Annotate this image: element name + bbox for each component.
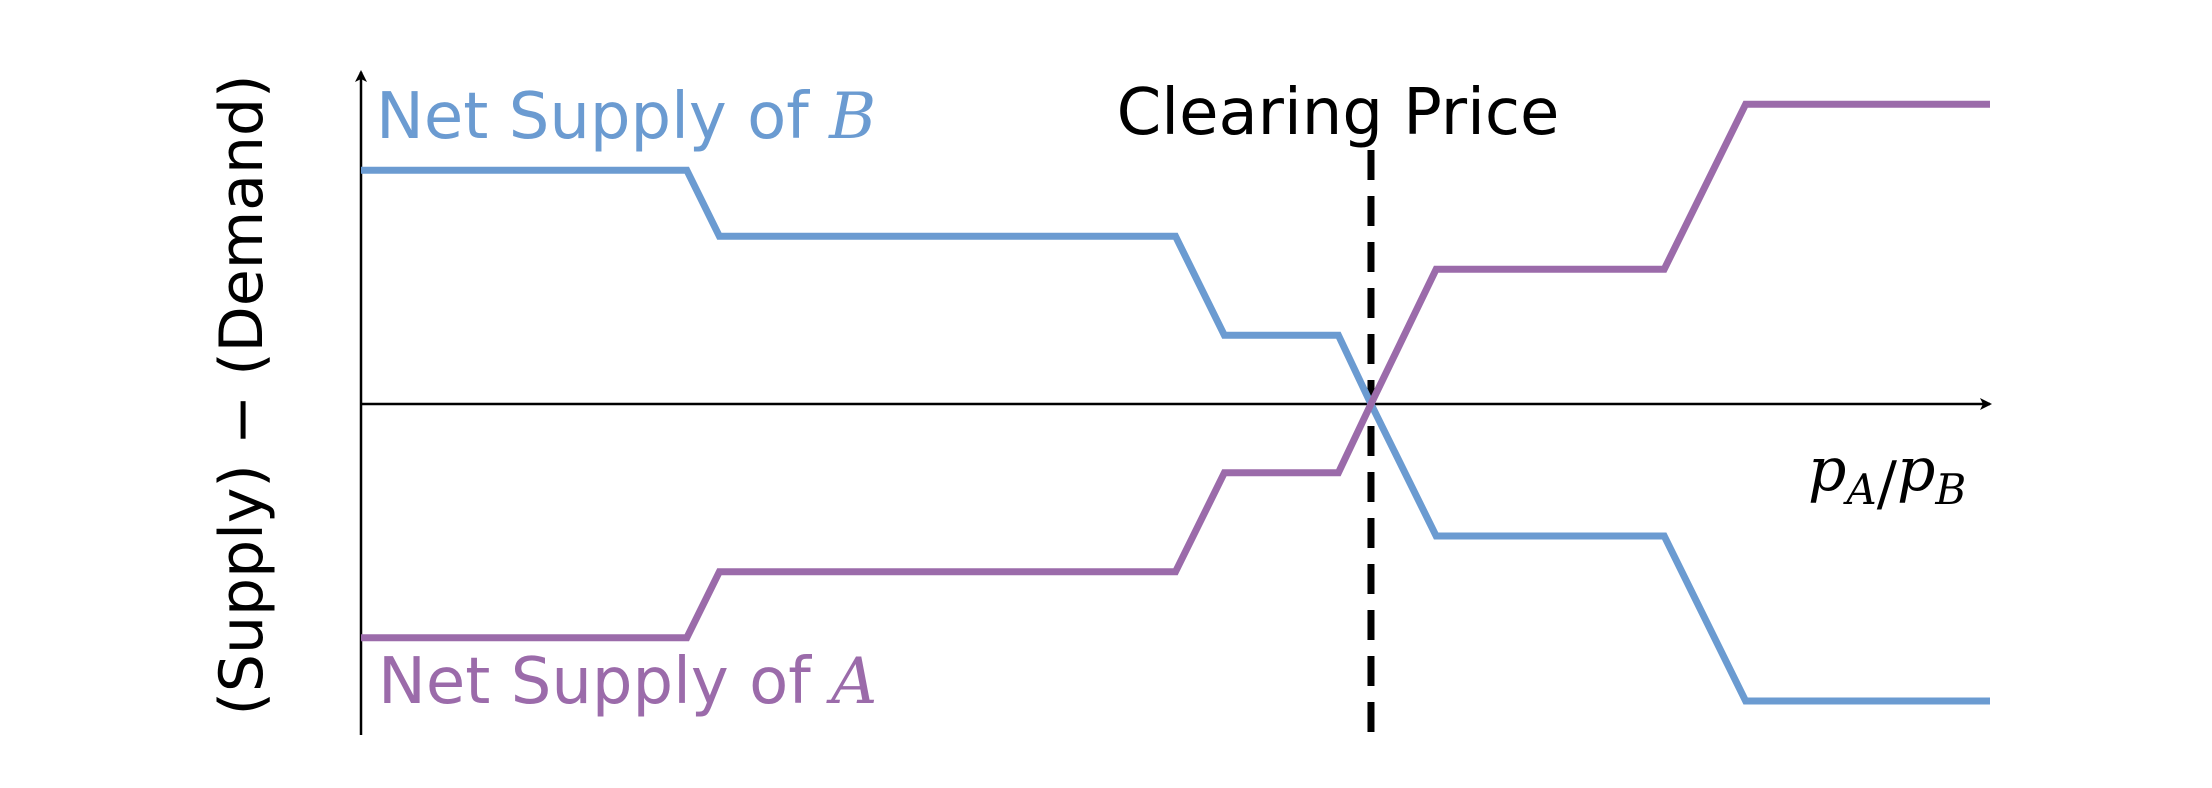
x-axis-label: pA/pB: [1808, 435, 1966, 519]
x-label-sub-1: B: [1934, 465, 1966, 514]
series-label-b-var: B: [828, 80, 876, 154]
axes: [355, 70, 1992, 735]
series-layer: [361, 100, 1990, 705]
series-label-a-var: A: [826, 645, 877, 719]
series-label-b-prefix: Net Supply of: [376, 80, 829, 154]
series-label-b: Net Supply of B: [376, 80, 876, 154]
clearing-price-label: Clearing Price: [1117, 76, 1560, 150]
series-line-a: [361, 100, 1990, 642]
series-line-b: [361, 166, 1990, 705]
x-label-base-0: p: [1808, 435, 1846, 505]
series-label-a: Net Supply of A: [378, 645, 877, 719]
y-axis-label: (Supply) − (Demand): [207, 75, 277, 716]
x-label-sub-0: A: [1842, 465, 1876, 514]
x-label-base-1: p: [1897, 435, 1935, 505]
series-label-a-prefix: Net Supply of: [378, 645, 831, 719]
x-label-slash: /: [1877, 449, 1898, 519]
